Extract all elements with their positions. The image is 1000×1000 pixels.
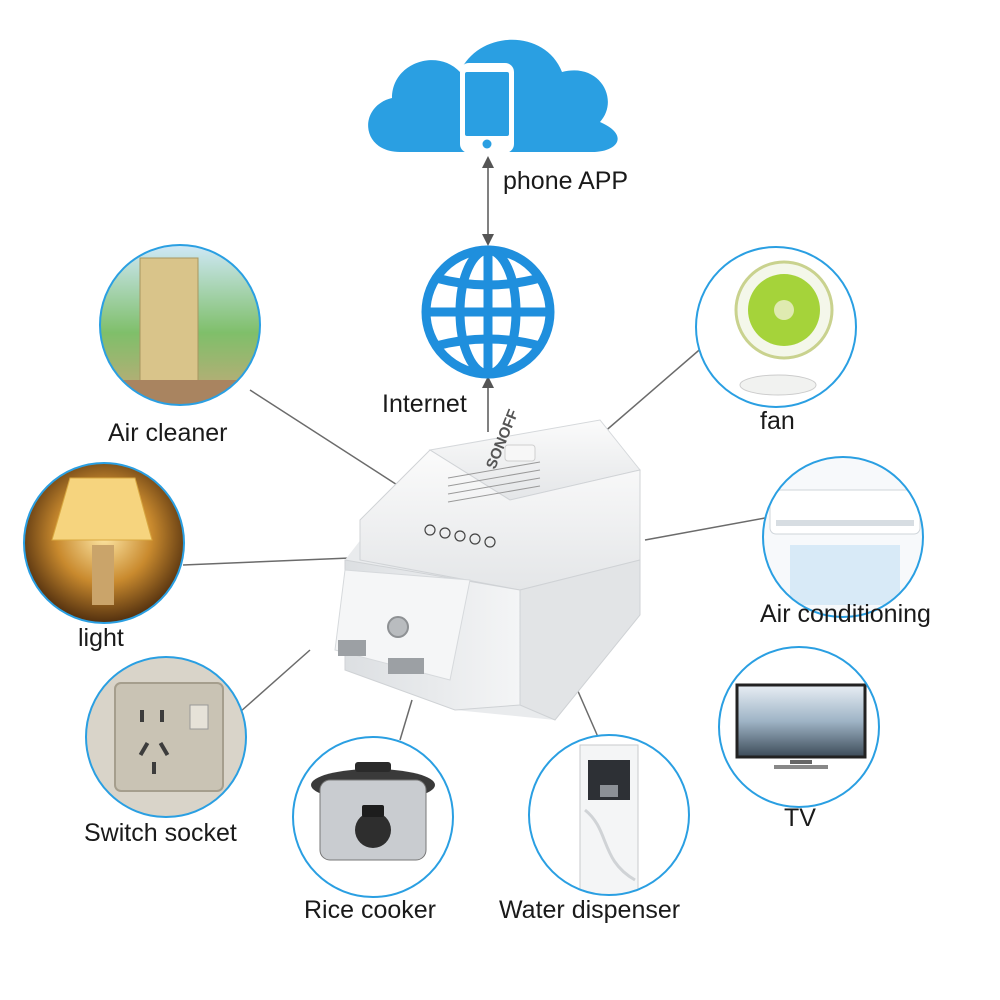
connector-air-cleaner [249, 389, 406, 491]
tv-image [718, 646, 880, 808]
label-tv: TV [784, 804, 816, 832]
connector-light [182, 557, 351, 566]
sonoff-device [334, 419, 641, 721]
smartphone-icon [460, 63, 514, 153]
globe-icon [421, 245, 555, 379]
label-water-dispenser: Water dispenser [499, 896, 681, 924]
label-phone-app: phone APP [503, 167, 629, 195]
label-rice-cooker: Rice cooker [304, 896, 436, 924]
connector-air-conditioning [644, 517, 766, 541]
rice-cooker-image [292, 736, 454, 898]
switch-socket-image [85, 656, 247, 818]
connector-switch-socket [239, 649, 311, 713]
connector-lines [182, 344, 766, 741]
label-light: light [78, 624, 124, 652]
label-air-cleaner: Air cleaner [108, 419, 228, 447]
label-fan: fan [760, 407, 795, 435]
label-internet: Internet [382, 390, 467, 418]
light-image [23, 462, 185, 624]
label-switch-socket: Switch socket [84, 819, 237, 847]
air-conditioning-image [762, 456, 924, 618]
water-dispenser-image [528, 734, 690, 896]
connector-fan [594, 344, 706, 441]
fan-image [695, 246, 857, 408]
connector-rice-cooker [399, 699, 413, 741]
label-air-conditioning: Air conditioning [760, 600, 931, 628]
air-cleaner-image [99, 244, 261, 406]
